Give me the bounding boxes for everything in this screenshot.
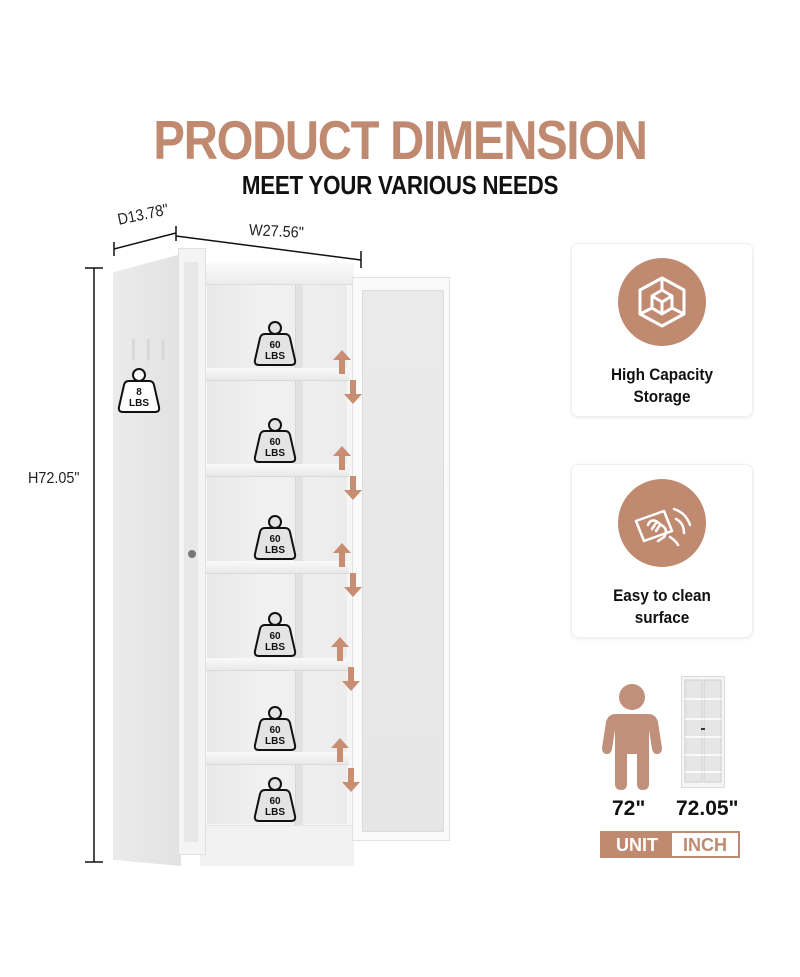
right-door-glass bbox=[362, 290, 444, 832]
hook-icons: ┃┃┃ bbox=[128, 340, 173, 360]
page-title: PRODUCT DIMENSION bbox=[153, 109, 647, 171]
cube-icon bbox=[618, 258, 706, 346]
width-label: W27.56" bbox=[248, 222, 305, 242]
shelf bbox=[203, 658, 349, 671]
adjust-arrows-icon bbox=[333, 350, 363, 404]
hand-wipe-icon bbox=[618, 479, 706, 567]
page-subtitle: MEET YOUR VARIOUS NEEDS bbox=[241, 170, 559, 200]
lock-knob-icon bbox=[188, 550, 196, 558]
shelf bbox=[203, 752, 349, 765]
adjust-arrows-icon bbox=[333, 543, 363, 597]
mini-cabinet-icon bbox=[681, 676, 725, 788]
cabinet-height-value: 72.05" bbox=[676, 797, 739, 820]
cabinet-side-panel bbox=[113, 254, 181, 866]
unit-value: INCH bbox=[683, 835, 727, 855]
person-icon bbox=[602, 684, 662, 795]
unit-indicator: UNIT INCH bbox=[600, 831, 740, 858]
cabinet-base bbox=[200, 825, 354, 866]
person-height-value: 72" bbox=[612, 797, 646, 820]
adjust-arrows-icon bbox=[333, 446, 363, 500]
shelf bbox=[203, 368, 349, 381]
adjust-arrows-icon bbox=[331, 637, 361, 691]
shelf bbox=[203, 561, 349, 574]
height-label: H72.05" bbox=[28, 470, 82, 488]
adjust-arrows-icon bbox=[331, 738, 361, 792]
unit-label: UNIT bbox=[602, 833, 672, 856]
shelf bbox=[203, 464, 349, 477]
cabinet-top bbox=[198, 262, 354, 285]
